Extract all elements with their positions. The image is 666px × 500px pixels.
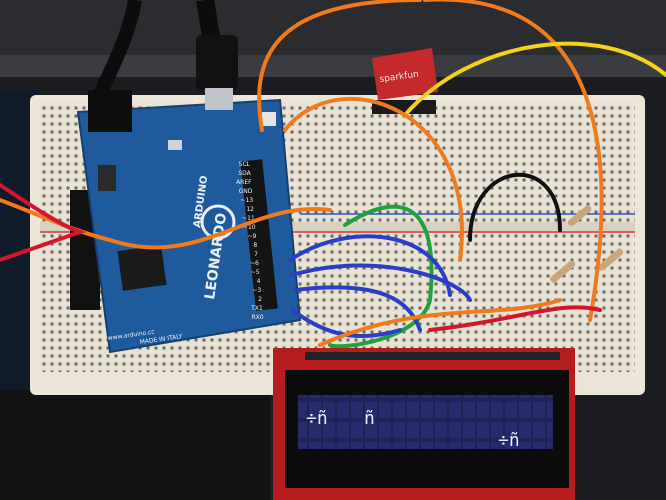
wire-blue-4 (290, 308, 402, 339)
header-top (240, 159, 278, 311)
usb-cable-left (93, 0, 142, 98)
wire-red-left (0, 183, 87, 262)
wire-red-bottom (428, 305, 602, 332)
wire-orange-bottom (318, 298, 562, 347)
breadboard-channel (40, 222, 635, 232)
resistor-1 (550, 260, 576, 283)
lcd-header-pins (305, 352, 560, 360)
usb-socket (205, 88, 233, 110)
lcd-glyph-left: ÷ñ (306, 408, 328, 429)
wire-black (468, 173, 562, 242)
microcontroller-chip (117, 245, 167, 291)
laptop-hinge (0, 55, 666, 77)
resistors (550, 205, 624, 283)
pin-label: ~6 (250, 260, 259, 267)
wire-yellow (403, 41, 666, 117)
pin-label: 12 (246, 206, 254, 213)
pin-label: SDA (238, 170, 251, 177)
pin-label: ~9 (248, 233, 257, 240)
pin-label: AREF (236, 179, 252, 186)
lcd-glyph-right: ÷ñ (498, 430, 520, 451)
pin-label: 2 (258, 296, 262, 303)
capacitor (98, 165, 116, 191)
pin-label: 7 (254, 251, 258, 258)
pin-label: ~13 (241, 197, 254, 204)
wire-blue-3 (293, 285, 422, 332)
pin-label: RX0 (251, 314, 263, 321)
reset-button (262, 112, 276, 126)
pin-label: ~11 (242, 215, 255, 222)
pin-label: 8 (253, 242, 257, 249)
arduino-logo (200, 204, 236, 240)
pin-label: 4 (257, 278, 261, 285)
sparkfun-sensor: sparkfun (372, 48, 438, 114)
wire-blue-2 (290, 263, 472, 302)
pin-label: GND (239, 188, 253, 195)
jumper-wires (0, 0, 666, 349)
wire-green (328, 204, 434, 349)
pin-label: ~5 (251, 269, 260, 276)
sensor-pins (372, 100, 436, 114)
wire-blue-1 (288, 234, 452, 297)
wire-orange-mid (283, 96, 464, 262)
laptop-keyboard-area (0, 390, 270, 500)
lcd-screen (298, 395, 553, 449)
resistor-2 (598, 248, 624, 271)
pin-label: ~10 (243, 224, 256, 231)
pin-labels: SCL SDA AREF GND ~13 12 ~11 ~10 ~9 8 7 ~6 ~5 4 ~3 2TX1R… (236, 161, 264, 321)
resistor-3 (567, 205, 592, 227)
pin-label: TX1 (250, 305, 263, 312)
wire-orange-loop (423, 0, 604, 322)
arduino-leonardo-board: ARDUINO LEONARDO www.arduino.cc MADE IN … (76, 88, 302, 354)
lcd-glyph-mid: ñ (364, 408, 375, 429)
usb-plug (196, 35, 238, 90)
wire-orange-top (257, 0, 422, 132)
pin-label: SCL (239, 161, 251, 168)
lcd-module: ÷ñ ñ ÷ñ (273, 348, 575, 500)
pin-label: ~3 (252, 287, 261, 294)
dc-jack (88, 90, 132, 132)
crystal (168, 140, 182, 150)
wire-orange-left (0, 198, 332, 250)
